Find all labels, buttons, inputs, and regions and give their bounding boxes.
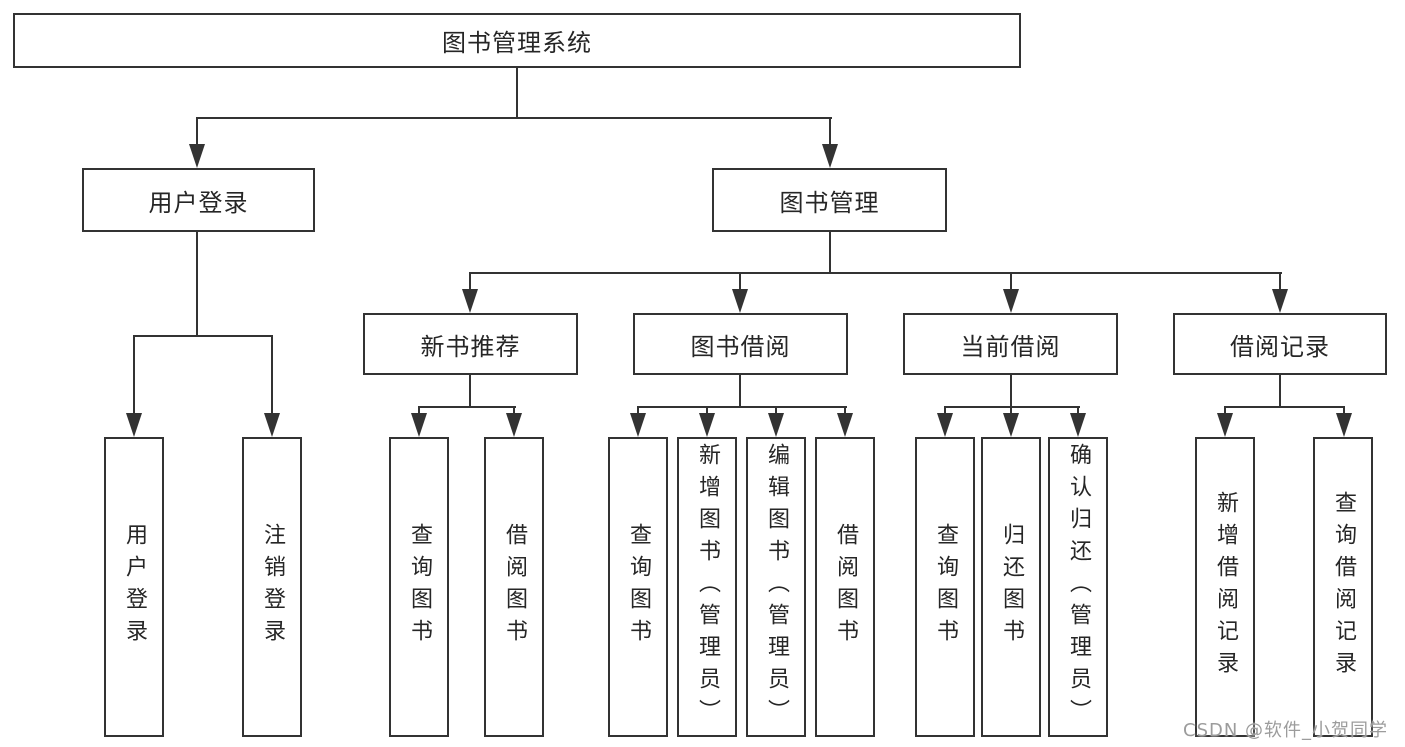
- arrowhead-down-icon: [411, 413, 427, 437]
- connector-line: [196, 117, 198, 157]
- node-library-system: 图书管理系统: [13, 13, 1021, 68]
- connector-line: [1010, 272, 1012, 302]
- connector-line: [516, 68, 518, 118]
- connector-line: [637, 406, 847, 408]
- connector-line: [944, 406, 1080, 408]
- arrowhead-down-icon: [1070, 413, 1086, 437]
- connector-line: [418, 406, 516, 408]
- leaf-label: 编辑图书（管理员）: [764, 443, 789, 731]
- connector-line: [469, 375, 471, 408]
- arrowhead-down-icon: [1217, 413, 1233, 437]
- leaf-label: 新增借阅记录: [1213, 491, 1238, 683]
- node-add-book-admin: 新增图书（管理员）: [677, 437, 737, 737]
- node-book-borrowing: 图书借阅: [633, 313, 848, 375]
- arrowhead-down-icon: [630, 413, 646, 437]
- arrowhead-down-icon: [462, 289, 478, 313]
- node-new-book-recommend: 新书推荐: [363, 313, 578, 375]
- leaf-label: 新增图书（管理员）: [695, 443, 720, 731]
- arrowhead-down-icon: [1336, 413, 1352, 437]
- connector-line: [469, 272, 1282, 274]
- leaf-label: 查询图书: [407, 523, 432, 651]
- arrowhead-down-icon: [1272, 289, 1288, 313]
- connector-line: [829, 232, 831, 274]
- connector-line: [469, 272, 471, 302]
- node-current-borrowing: 当前借阅: [903, 313, 1118, 375]
- arrowhead-down-icon: [937, 413, 953, 437]
- node-borrow-book: 借阅图书: [815, 437, 875, 737]
- leaf-label: 借阅图书: [833, 523, 858, 651]
- node-user-login-branch: 用户登录: [82, 168, 315, 232]
- connector-line: [1224, 406, 1345, 408]
- leaf-label: 归还图书: [999, 523, 1024, 651]
- leaf-label: 借阅图书: [502, 523, 527, 651]
- leaf-label: 查询图书: [626, 523, 651, 651]
- arrowhead-down-icon: [126, 413, 142, 437]
- node-book-management-branch: 图书管理: [712, 168, 947, 232]
- node-query-borrow-record: 查询借阅记录: [1313, 437, 1373, 737]
- connector-line: [1279, 272, 1281, 302]
- node-add-borrow-record: 新增借阅记录: [1195, 437, 1255, 737]
- arrowhead-down-icon: [699, 413, 715, 437]
- node-user-login: 用户登录: [104, 437, 164, 737]
- connector-line: [739, 272, 741, 302]
- leaf-label: 用户登录: [122, 523, 147, 651]
- node-logout: 注销登录: [242, 437, 302, 737]
- arrowhead-down-icon: [732, 289, 748, 313]
- arrowhead-down-icon: [1003, 413, 1019, 437]
- connector-line: [133, 335, 273, 337]
- csdn-watermark: CSDN @软件_小贺同学: [1183, 720, 1389, 741]
- node-borrowing-query-book: 查询图书: [608, 437, 668, 737]
- connector-line: [271, 335, 273, 425]
- leaf-label: 查询借阅记录: [1331, 491, 1356, 683]
- connector-line: [196, 117, 832, 119]
- arrowhead-down-icon: [837, 413, 853, 437]
- leaf-label: 注销登录: [260, 523, 285, 651]
- node-recommend-borrow-book: 借阅图书: [484, 437, 544, 737]
- arrowhead-down-icon: [1003, 289, 1019, 313]
- connector-line: [196, 232, 198, 337]
- arrowhead-down-icon: [264, 413, 280, 437]
- connector-line: [133, 335, 135, 425]
- leaf-label: 查询图书: [933, 523, 958, 651]
- arrowhead-down-icon: [189, 144, 205, 168]
- connector-line: [829, 117, 831, 157]
- node-edit-book-admin: 编辑图书（管理员）: [746, 437, 806, 737]
- connector-line: [739, 375, 741, 408]
- arrowhead-down-icon: [506, 413, 522, 437]
- connector-line: [1279, 375, 1281, 408]
- node-confirm-return-admin: 确认归还（管理员）: [1048, 437, 1108, 737]
- node-return-book: 归还图书: [981, 437, 1041, 737]
- leaf-label: 确认归还（管理员）: [1066, 443, 1091, 731]
- node-current-query-book: 查询图书: [915, 437, 975, 737]
- connector-line: [1010, 375, 1012, 408]
- node-borrowing-records: 借阅记录: [1173, 313, 1387, 375]
- arrowhead-down-icon: [768, 413, 784, 437]
- node-recommend-query-book: 查询图书: [389, 437, 449, 737]
- arrowhead-down-icon: [822, 144, 838, 168]
